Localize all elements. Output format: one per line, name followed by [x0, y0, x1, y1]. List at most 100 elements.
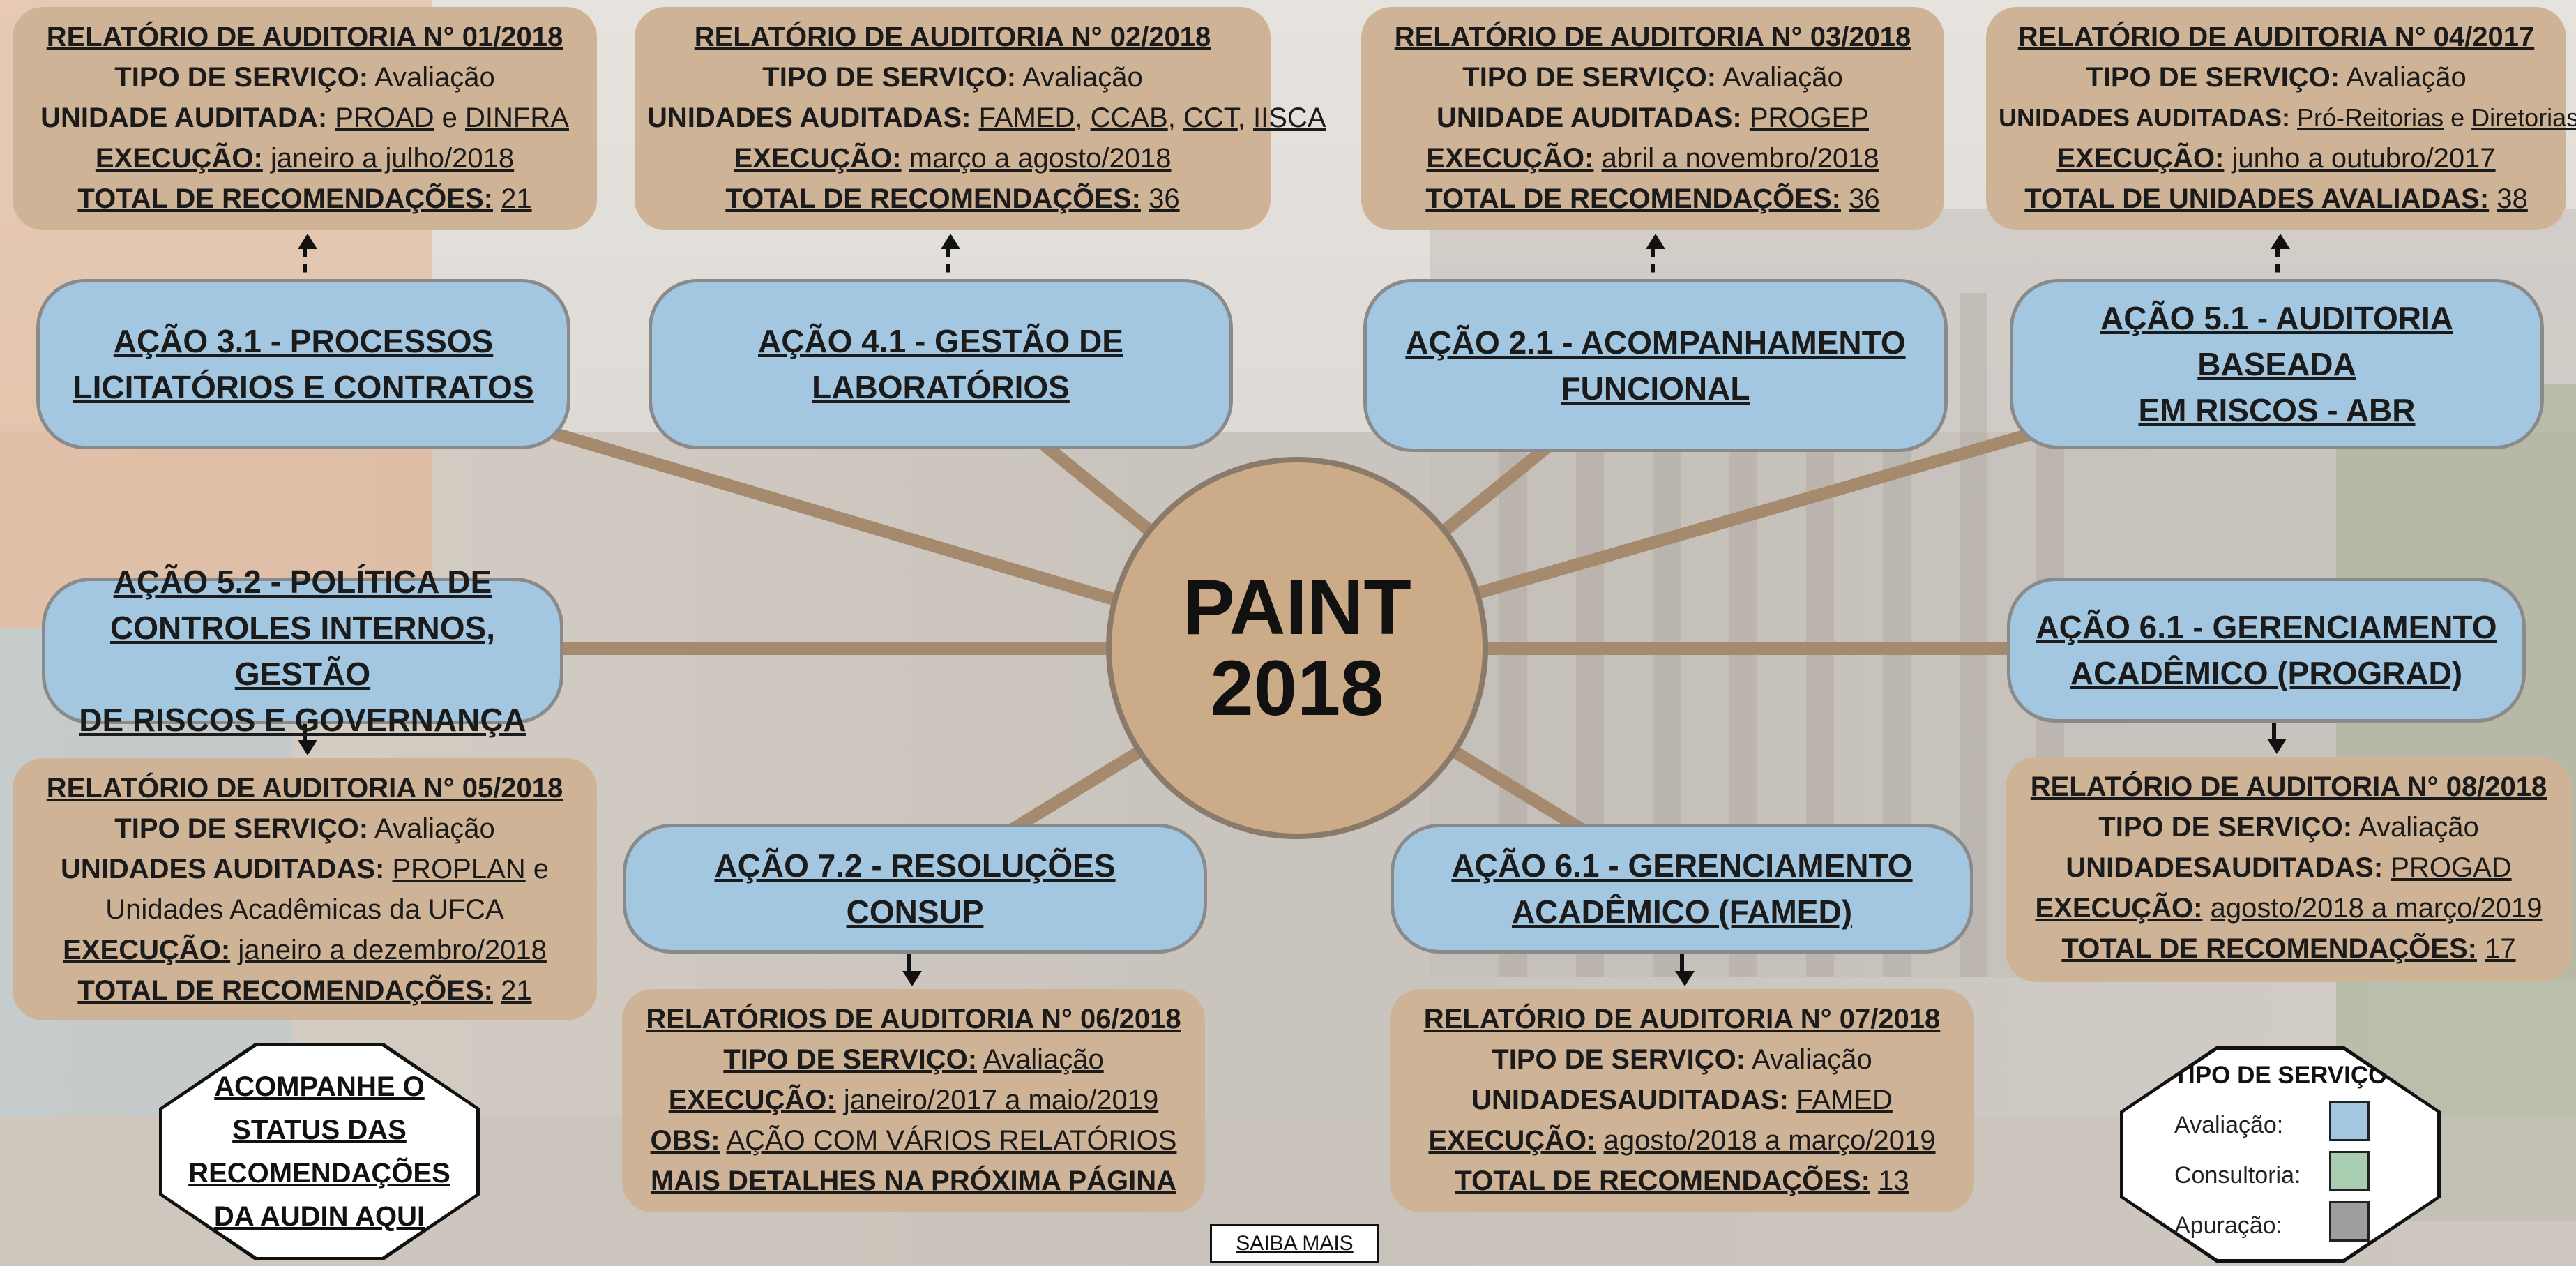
execucao-label: EXECUÇÃO: — [734, 143, 902, 174]
unidade-label: UNIDADESAUDITADAS: — [1471, 1085, 1789, 1115]
separator: , — [1075, 103, 1083, 133]
report-02-2018: RELATÓRIO DE AUDITORIA N° 02/2018 TIPO D… — [635, 7, 1326, 230]
action-line: AÇÃO 6.1 - GERENCIAMENTO — [1451, 847, 1913, 884]
legend-label-consultoria: Consultoria: — [2174, 1162, 2301, 1189]
report-title: RELATÓRIO DE AUDITORIA N° 07/2018 — [1423, 1004, 1941, 1034]
conj: e — [2450, 103, 2465, 132]
report-04-2017: RELATÓRIO DE AUDITORIA N° 04/2017 TIPO D… — [1986, 7, 2576, 230]
total-label: TOTAL DE RECOMENDAÇÕES: — [77, 183, 493, 214]
action-4-1[interactable]: AÇÃO 4.1 - GESTÃO DE LABORATÓRIOS — [649, 279, 1233, 449]
action-line: ACADÊMICO (PROGRAD) — [2070, 655, 2463, 691]
connector-2-1 — [1430, 440, 1554, 543]
tipo-label: TIPO DE SERVIÇO: — [1492, 1044, 1746, 1075]
report-07-2018: RELATÓRIO DE AUDITORIA N° 07/2018 TIPO D… — [1390, 989, 1974, 1212]
action-6-1-famed[interactable]: AÇÃO 6.1 - GERENCIAMENTO ACADÊMICO (FAMED… — [1391, 824, 1973, 954]
action-3-1[interactable]: AÇÃO 3.1 - PROCESSOS LICITATÓRIOS E CONTR… — [36, 279, 570, 449]
unidade-link[interactable]: PROAD — [335, 103, 434, 133]
unidade-label: UNIDADE AUDITADAS: — [1436, 103, 1742, 133]
tipo-value: Avaliação — [1751, 1044, 1872, 1075]
tipo-value: Avaliação — [983, 1044, 1104, 1075]
arrow-up-icon — [2271, 234, 2290, 287]
arrow-up-icon — [941, 234, 960, 287]
total-label: TOTAL DE UNIDADES AVALIADAS: — [2024, 183, 2490, 214]
unidade-link[interactable]: FAMED — [1796, 1085, 1893, 1115]
action-line: ACADÊMICO (FAMED) — [1511, 894, 1853, 930]
conj: e — [533, 854, 550, 884]
octagon-fill — [2123, 1050, 2437, 1259]
unidade-label: UNIDADES AUDITADAS: — [60, 854, 385, 884]
follow-line: STATUS DAS — [232, 1115, 407, 1145]
tipo-value: Avaliação — [374, 62, 495, 93]
connector-7-2 — [1005, 747, 1143, 836]
action-6-1-prograd[interactable]: AÇÃO 6.1 - GERENCIAMENTO ACADÊMICO (PROGR… — [2007, 578, 2526, 723]
total-value: 21 — [501, 975, 532, 1006]
unidade-link[interactable]: IISCA — [1253, 103, 1326, 133]
tipo-value: Avaliação — [2358, 812, 2479, 843]
action-line: LICITATÓRIOS E CONTRATOS — [73, 369, 534, 405]
action-5-2[interactable]: AÇÃO 5.2 - POLÍTICA DE CONTROLES INTERNOS… — [42, 564, 563, 738]
obs-label: OBS: — [650, 1125, 720, 1156]
execucao-value: março a agosto/2018 — [909, 143, 1172, 174]
separator: , — [1167, 103, 1176, 133]
arrow-down-icon — [298, 723, 317, 755]
unidade-label: UNIDADESAUDITADAS: — [2066, 852, 2384, 883]
unidade-link[interactable]: DINFRA — [465, 103, 569, 133]
conj: e — [441, 103, 457, 133]
execucao-label: EXECUÇÃO: — [95, 143, 263, 174]
total-value: 38 — [2497, 183, 2528, 214]
saiba-mais-button[interactable]: SAIBA MAIS — [1210, 1224, 1379, 1263]
tipo-value: Avaliação — [1022, 62, 1143, 93]
action-line: AÇÃO 6.1 - GERENCIAMENTO — [2036, 609, 2497, 645]
unidade-link[interactable]: FAMED — [978, 103, 1075, 133]
action-line: AÇÃO 4.1 - GESTÃO DE — [758, 323, 1123, 359]
unidade-label: UNIDADE AUDITADA: — [40, 103, 328, 133]
follow-recommendations-link[interactable]: ACOMPANHE O STATUS DAS RECOMENDAÇÕES DA … — [159, 1043, 480, 1260]
action-line: AÇÃO 5.2 - POLÍTICA DE — [113, 564, 492, 600]
unidade-cont: Unidades Acadêmicas da UFCA — [105, 894, 504, 925]
action-line: FUNCIONAL — [1561, 370, 1750, 407]
report-05-2018: RELATÓRIO DE AUDITORIA N° 05/2018 TIPO D… — [13, 758, 597, 1020]
action-line: LABORATÓRIOS — [812, 369, 1070, 405]
legend-swatch-apuracao — [2329, 1201, 2370, 1242]
tipo-label: TIPO DE SERVIÇO: — [723, 1044, 978, 1075]
report-01-2018: RELATÓRIO DE AUDITORIA N° 01/2018 TIPO D… — [13, 7, 597, 230]
execucao-value: abril a novembro/2018 — [1601, 143, 1879, 174]
execucao-value: janeiro a dezembro/2018 — [238, 935, 547, 965]
unidade-link[interactable]: CCAB — [1090, 103, 1168, 133]
tipo-label: TIPO DE SERVIÇO: — [114, 813, 369, 844]
unidade-link[interactable]: PROPLAN — [392, 854, 526, 884]
unidade-link[interactable]: Diretorias — [2471, 103, 2576, 132]
tipo-label: TIPO DE SERVIÇO: — [1462, 62, 1717, 93]
center-year: 2018 — [1210, 645, 1384, 732]
total-value: 21 — [501, 183, 532, 214]
separator: , — [1237, 103, 1245, 133]
unidade-label: UNIDADES AUDITADAS: — [647, 103, 971, 133]
report-title: RELATÓRIOS DE AUDITORIA N° 06/2018 — [646, 1004, 1181, 1034]
tipo-value: Avaliação — [374, 813, 495, 844]
tipo-value: Avaliação — [2345, 62, 2467, 93]
tipo-label: TIPO DE SERVIÇO: — [2086, 62, 2340, 93]
report-title: RELATÓRIO DE AUDITORIA N° 02/2018 — [694, 22, 1211, 52]
execucao-value: janeiro/2017 a maio/2019 — [843, 1085, 1159, 1115]
arrow-up-icon — [298, 234, 317, 287]
arrow-down-icon — [902, 954, 922, 986]
connector-4-1 — [1040, 440, 1164, 543]
unidade-link[interactable]: PROGAD — [2391, 852, 2512, 883]
more-details-link[interactable]: MAIS DETALHES NA PRÓXIMA PÁGINA — [650, 1166, 1177, 1196]
unidade-link[interactable]: PROGEP — [1749, 103, 1870, 133]
tipo-label: TIPO DE SERVIÇO: — [762, 62, 1017, 93]
unidade-link[interactable]: CCT — [1183, 103, 1238, 133]
unidade-link[interactable]: Pró-Reitorias — [2297, 103, 2444, 132]
action-line: CONTROLES INTERNOS, GESTÃO — [109, 610, 496, 692]
report-title: RELATÓRIO DE AUDITORIA N° 01/2018 — [46, 22, 563, 52]
action-line: EM RISCOS - ABR — [2138, 392, 2416, 428]
arrow-up-icon — [1646, 234, 1665, 287]
follow-recommendations-text[interactable]: ACOMPANHE O STATUS DAS RECOMENDAÇÕES DA … — [159, 1043, 480, 1260]
execucao-label: EXECUÇÃO: — [2056, 143, 2225, 174]
arrow-down-icon — [2267, 722, 2287, 754]
action-line: AÇÃO 3.1 - PROCESSOS — [113, 323, 494, 359]
